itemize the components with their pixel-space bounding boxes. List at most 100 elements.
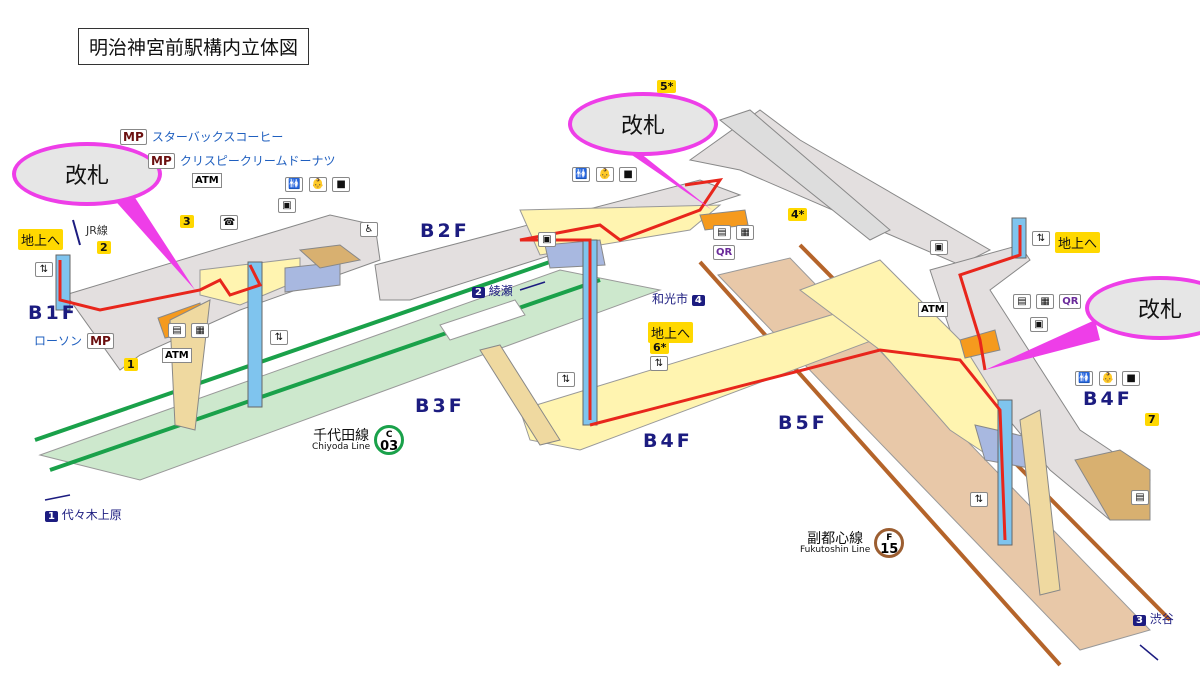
floor-label-b1f: B1F [28,302,78,324]
direction-wakoshi: 和光市 4 [652,290,705,307]
dest-number: 3 [1133,615,1146,626]
qr-ticket-icon: QR [1059,294,1082,309]
elevator-shaft [247,261,263,408]
page-title: 明治神宮前駅構内立体図 [78,28,310,65]
atm-icon: ATM [192,173,222,188]
route-b4f-up [958,225,1022,371]
gate-bubble-b2f: 改札 [568,92,718,156]
fare-adjust-icon: ▦ [1036,294,1055,309]
fare-adjust-icon: ▦ [191,323,210,338]
exit-6: 6* [650,341,670,354]
exit-1: 1 [124,358,138,371]
to-ground-b2f: 地上へ [648,322,694,343]
direction-ayase: 2 綾瀬 [472,282,513,299]
exit-5: 5* [657,80,677,93]
wheelchair-stair-lift-icon: ♿ [360,222,378,237]
elevator-icon: ⇅ [650,356,668,371]
elevator-icon: ⇅ [970,492,988,507]
gate-label: 改札 [64,164,109,189]
shop-starbucks: MP スターバックスコーヒー [120,126,283,145]
route-b4f [589,348,1007,541]
elevator-icon: ⇅ [1032,231,1050,246]
floor-label-b4f-right: B4F [1083,388,1133,410]
direction-yoyogi-uehara: 1 代々木上原 [45,506,122,523]
to-ground-b4f: 地上へ [1055,232,1101,253]
toilet-icon: 🚻 [285,177,304,192]
shop-name: ローソン [34,334,83,348]
exit-7: 7 [1145,413,1159,426]
line-name-en: Chiyoda Line [312,441,371,452]
facility-icons-b2f: 🚻 👶 ■ [572,162,638,182]
floor-label-b5f: B5F [778,412,828,434]
jr-line-label: JR線 [86,224,108,237]
floor-label-b3f: B3F [415,395,465,417]
baby-room-icon: 👶 [595,167,614,182]
mp-icon: MP [148,153,175,169]
line-code: 15 [880,542,899,557]
gate-label: 改札 [620,114,665,139]
facility-icons-b1f: 🚻 👶 ■ [285,172,351,192]
floor-label-b4f: B4F [643,430,693,452]
ticket-machine-icon: ▤ [168,323,186,338]
dest-number: 1 [45,511,58,522]
locker-icon: ▣ [1030,317,1048,332]
facility-icons-b4f: 🚻 👶 ■ [1075,366,1141,386]
locker-icon: ▣ [538,232,556,247]
elevator-icon: ⇅ [270,330,288,345]
shop-krispy-kreme: MP クリスピークリームドーナツ [148,150,336,169]
ostomate-icon: ■ [619,167,638,182]
qr-ticket-icon: QR [713,245,736,260]
b4f-passage [519,299,901,451]
line-name-ja: 千代田線 [313,427,370,444]
shop-name: クリスピークリームドーナツ [179,154,336,168]
ostomate-icon: ■ [332,177,351,192]
exit-2: 2 [97,241,111,254]
elevator-icon: ⇅ [35,262,53,277]
exit-3: 3 [180,215,194,228]
route-b2f [519,178,724,420]
dest-name: 渋谷 [1149,612,1174,626]
locker-icon: ▣ [278,198,296,213]
elevator-icon: ⇅ [557,372,575,387]
line-name-en: Fukutoshin Line [800,544,871,555]
chiyoda-track [34,253,571,442]
toilet-icon: 🚻 [1075,371,1094,386]
baby-room-icon: 👶 [1098,371,1117,386]
line-letter: F [886,533,893,543]
direction-shibuya: 3 渋谷 [1133,610,1174,627]
gate-bubble-b1f: 改札 [12,142,162,206]
fare-adjust-icon: ▦ [736,225,755,240]
ticket-icons-b2f: ▤ ▦ QR [713,220,755,260]
ticket-icons-b1f: ▤ ▦ [168,318,210,338]
mp-icon: MP [87,333,114,349]
toilet-icon: 🚻 [572,167,591,182]
b4f-concourse-right [929,244,1151,521]
dest-number: 4 [691,295,705,306]
dest-number: 2 [472,287,485,298]
atm-icon: ATM [162,348,192,363]
shop-lawson: ローソン MP [34,330,114,349]
route-b1f [58,260,263,312]
dest-name: 綾瀬 [488,284,513,298]
line-code: 03 [380,439,399,454]
ticket-machine-icon: ▤ [713,225,731,240]
mp-icon: MP [120,129,147,145]
ticket-machine-icon: ▤ [1013,294,1031,309]
floor-label-b2f: B2F [420,220,470,242]
phone-icon: ☎ [220,215,239,230]
exit-4: 4* [788,208,808,221]
ticket-machine-icon: ▤ [1131,490,1149,505]
line-name-ja: 副都心線 [807,530,864,547]
gate-label: 改札 [1137,298,1182,323]
to-ground-b1f: 地上へ [18,229,64,250]
line-letter: C [385,430,393,440]
atm-icon: ATM [918,302,948,317]
shop-name: スターバックスコーヒー [151,130,284,144]
baby-room-icon: 👶 [308,177,327,192]
